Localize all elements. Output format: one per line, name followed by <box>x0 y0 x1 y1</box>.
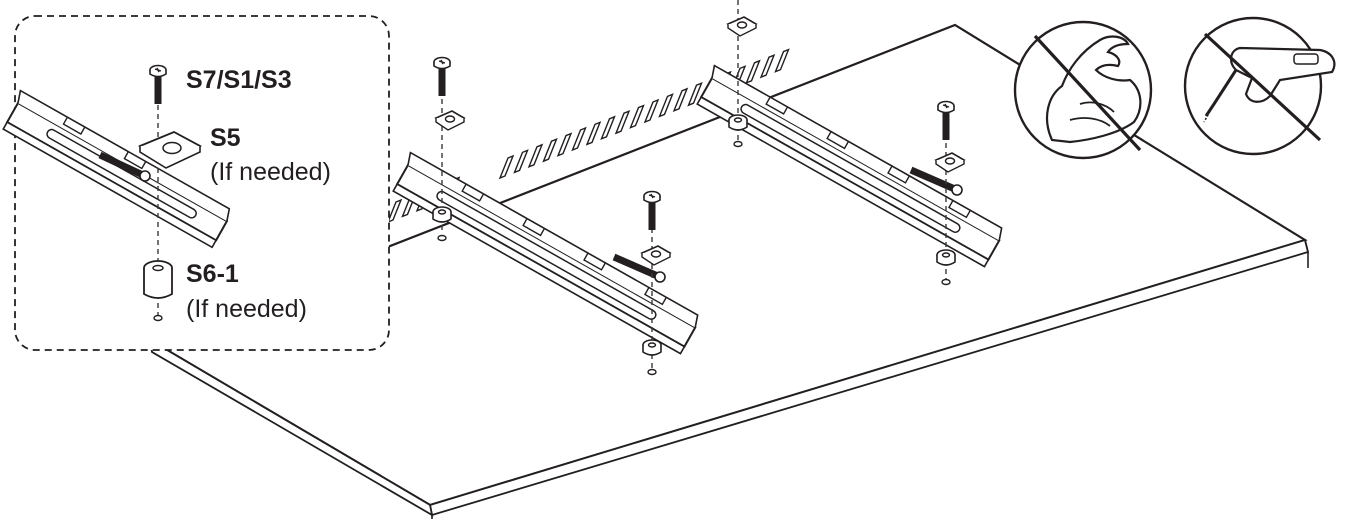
vent-slot <box>774 48 790 73</box>
vent-slot <box>759 53 776 79</box>
vent-slot <box>658 93 674 118</box>
vent-slot <box>527 143 544 169</box>
vent-slot <box>556 132 573 157</box>
vent-slot <box>614 109 631 135</box>
vent-slot <box>687 81 703 107</box>
detail-callout <box>2 15 390 351</box>
vent-slot <box>629 104 645 129</box>
spacer-label: S6-1 <box>186 260 239 288</box>
washer-note: (If needed) <box>210 158 331 186</box>
vent-slot <box>571 126 587 152</box>
vent-slot <box>745 59 761 85</box>
vent-slot <box>513 149 529 174</box>
vent-slot <box>672 87 689 113</box>
spacer-note: (If needed) <box>186 295 307 323</box>
flexed-arm-icon <box>1013 20 1153 160</box>
vent-slot <box>643 98 660 124</box>
vent-slot <box>386 198 403 224</box>
vent-slot <box>542 137 558 163</box>
vent-slot <box>585 121 602 146</box>
screw-label: S7/S1/S3 <box>186 66 292 94</box>
vent-slot <box>498 154 515 180</box>
tv-back-panel <box>147 23 1310 519</box>
power-drill-icon <box>1183 16 1336 156</box>
vent-slot <box>600 115 616 141</box>
washer-label: S5 <box>210 124 241 152</box>
